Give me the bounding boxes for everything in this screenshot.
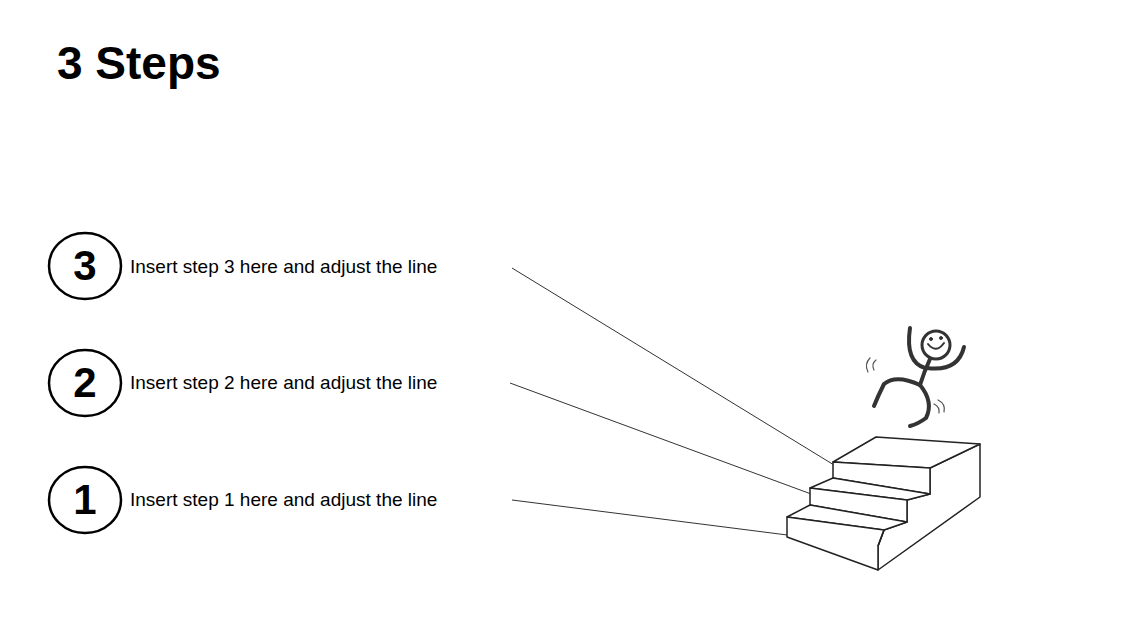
leader-lines — [510, 268, 852, 537]
step-number: 2 — [47, 348, 123, 418]
step-number: 1 — [47, 465, 123, 535]
step-circle: 1 — [47, 465, 123, 535]
figure-body — [920, 359, 930, 385]
figure-arm — [909, 328, 925, 368]
motion-mark — [934, 404, 939, 413]
motion-mark — [873, 360, 876, 370]
stair-edge — [878, 530, 884, 546]
figure-leg — [910, 385, 929, 426]
stick-figure — [874, 328, 964, 426]
step-circle: 3 — [47, 231, 123, 301]
motion-marks — [866, 358, 944, 413]
figure-smile — [928, 343, 944, 349]
step-circle: 2 — [47, 348, 123, 418]
figure-eye — [940, 337, 943, 340]
figure-leg — [874, 379, 920, 406]
motion-mark — [866, 358, 870, 372]
slide-title: 3 Steps — [57, 36, 221, 90]
leader-line — [510, 383, 822, 498]
leader-line — [512, 268, 852, 476]
leader-line — [512, 500, 803, 537]
stair-riser — [787, 517, 884, 570]
figure-arm — [927, 347, 964, 369]
step-number: 3 — [47, 231, 123, 301]
stairs — [787, 437, 980, 570]
step-text: Insert step 3 here and adjust the line — [130, 256, 437, 278]
step-text: Insert step 1 here and adjust the line — [130, 489, 437, 511]
step-text: Insert step 2 here and adjust the line — [130, 372, 437, 394]
figure-eye — [930, 338, 933, 341]
figure-head — [922, 331, 950, 359]
